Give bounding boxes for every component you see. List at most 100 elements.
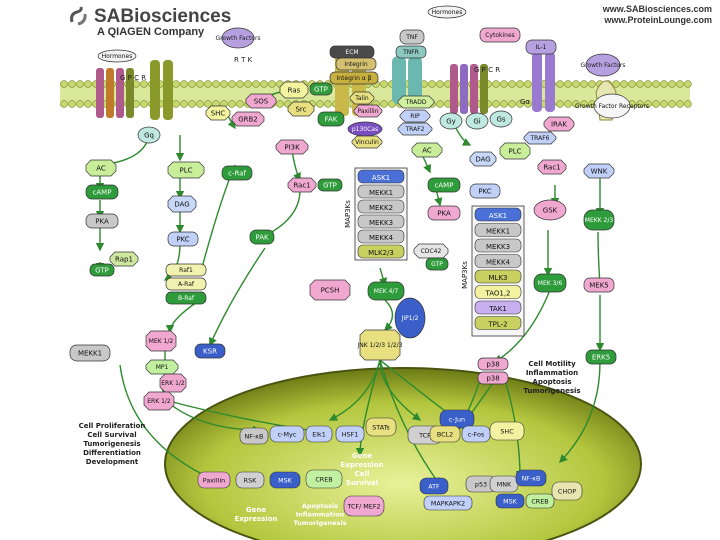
node-label: Hormones: [432, 9, 463, 16]
node-pcsh: PCSH: [309, 279, 351, 301]
map3k-label: ASK1: [489, 212, 507, 220]
nucleus-node-label: CHOP: [558, 487, 576, 495]
lipid-head: [668, 80, 676, 88]
lipid-head: [628, 80, 636, 88]
map3ks-stack-right: MAP3KsASK1MEKK1MEKK3MEKK4MLK3TAO1,2TAK1T…: [461, 205, 525, 337]
lipid-head: [436, 100, 444, 108]
url-proteinlounge: www.ProteinLounge.com: [604, 15, 712, 25]
node-label: FAK: [325, 116, 338, 124]
pathway-arrow: [209, 247, 266, 347]
node-membrane-label-1: Integrin: [335, 57, 377, 71]
node-label: Hormones: [102, 53, 133, 60]
lipid-head: [324, 100, 332, 108]
nucleus-node: NF-κB: [515, 469, 547, 487]
il1-receptor: [532, 52, 555, 112]
node-label: p38: [486, 361, 499, 369]
node-traf2: TRAF2: [397, 122, 433, 136]
node-ac2: AC: [411, 142, 443, 158]
outcome-line: Tumorigenesis: [523, 387, 580, 395]
map3k-box: [474, 207, 522, 222]
node-membrane-label-9: Growth Factor Receptors: [575, 93, 649, 119]
lipid-head: [564, 80, 572, 88]
map3k-label: TPL-2: [487, 321, 507, 329]
node-ras: Ras: [279, 81, 309, 99]
gpcr-right: [450, 64, 488, 114]
node-fak: FAK: [317, 111, 345, 127]
node-dag: DAG: [167, 195, 197, 213]
lipid-head: [268, 80, 276, 88]
node-gsk: GSK: [533, 199, 567, 221]
node-label: Gi: [473, 118, 480, 126]
nucleus-node-label: TCF: [418, 431, 431, 439]
node-label: PLC: [508, 148, 521, 156]
nucleus-node-label: Elk1: [312, 430, 326, 438]
node-b-raf: B-Raf: [165, 291, 207, 305]
node-raf1: Raf1: [165, 263, 207, 277]
nucleus-node: RSK: [235, 471, 265, 489]
map3k-label: MEKK4: [486, 259, 511, 267]
lipid-head: [188, 100, 196, 108]
node-label: ECM: [345, 49, 358, 56]
lipid-head: [516, 100, 524, 108]
outcome-line: Expression: [234, 515, 277, 523]
map3k-label: MEKK2: [369, 204, 393, 212]
lipid-head: [196, 100, 204, 108]
lipid-head: [60, 100, 68, 108]
lipid-head: [84, 80, 92, 88]
node-label: Ras: [288, 87, 301, 95]
node-label: MEK 1/2: [149, 338, 174, 345]
lipid-head: [524, 80, 532, 88]
nucleus-node: MAPKAPK2: [423, 495, 473, 511]
node-hormones-l: Hormones: [97, 49, 137, 63]
nucleus-node-label: RSK: [244, 476, 257, 484]
node-label: IL-1: [536, 44, 547, 51]
map3k-box: [357, 184, 405, 199]
pathway-arrow: [119, 364, 212, 479]
node-rac1: Rac1: [287, 177, 317, 193]
tnfr-receptor: [392, 56, 422, 104]
node-gy: Gy: [439, 112, 463, 130]
node-pkc: PKC: [167, 231, 199, 247]
node-jip12: JIP1/2: [394, 297, 426, 339]
node-jnk: JNK 1/2/3 1/2/3: [357, 329, 403, 361]
node-membrane-label-2: Integrin α β: [329, 71, 379, 85]
nucleus-node: NF-κB: [239, 427, 269, 445]
map3k-label: TAK1: [488, 305, 507, 313]
node-label: PCSH: [321, 287, 340, 295]
node-p38a: p38: [477, 357, 509, 371]
lipid-head: [180, 100, 188, 108]
node-label: ERK 1/2: [161, 380, 185, 387]
outcome-line: Gene: [352, 452, 372, 460]
lipid-head: [220, 80, 228, 88]
receptor-letters: G P C R: [474, 66, 500, 74]
lipid-head: [180, 80, 188, 88]
map3k-label: MLK3: [489, 274, 508, 282]
map3k-label: TAO1,2: [484, 290, 510, 298]
nucleus-node-label: Paxillin: [203, 476, 225, 484]
nucleus-node-label: SHC: [500, 427, 514, 435]
node-label: Cytokines: [485, 32, 515, 39]
node-grb2: GRB2: [231, 111, 265, 127]
nucleus-node-label: MSK: [278, 476, 293, 484]
lipid-head: [244, 80, 252, 88]
receptor-letters: R T K: [234, 56, 253, 64]
pathway-arrow: [165, 299, 201, 334]
node-gtp1: GTP: [89, 263, 115, 277]
node-label: Raf1: [179, 267, 193, 274]
lipid-head: [652, 80, 660, 88]
nucleus-node-label: NF-κB: [522, 474, 541, 482]
pathway-arrow: [379, 359, 441, 487]
node-label: TRADD: [405, 99, 427, 106]
lipid-head: [500, 80, 508, 88]
lipid-head: [236, 80, 244, 88]
lipid-head: [228, 80, 236, 88]
node-ksr: KSR: [194, 343, 226, 359]
node-label: Rac1: [293, 182, 310, 190]
node-a-raf: A-Raf: [165, 277, 207, 291]
lipid-head: [660, 80, 668, 88]
node-label: PKA: [95, 218, 109, 226]
node-pak: PAK: [249, 229, 275, 245]
node-paxillin: Paxillin: [353, 104, 383, 118]
lipid-head: [636, 80, 644, 88]
